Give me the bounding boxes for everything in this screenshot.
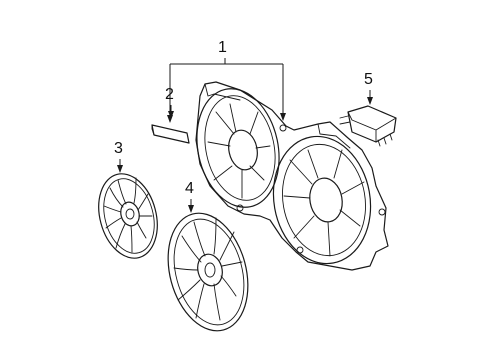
part-2-seal-strip	[151, 124, 190, 144]
leader-3	[117, 159, 123, 173]
callout-1: 1	[218, 39, 227, 56]
callout-2: 2	[165, 86, 174, 103]
part-3-fan-small	[98, 173, 158, 259]
callout-3: 3	[114, 140, 123, 157]
callout-5: 5	[364, 71, 373, 88]
leader-2	[168, 105, 174, 119]
leader-1	[167, 58, 286, 123]
leader-4	[188, 199, 194, 213]
part-4-fan-large	[167, 212, 249, 332]
part-1-fan-shroud	[195, 81, 389, 271]
callout-4: 4	[185, 180, 194, 197]
part-5-control-module	[339, 105, 397, 147]
leader-5	[367, 90, 373, 105]
